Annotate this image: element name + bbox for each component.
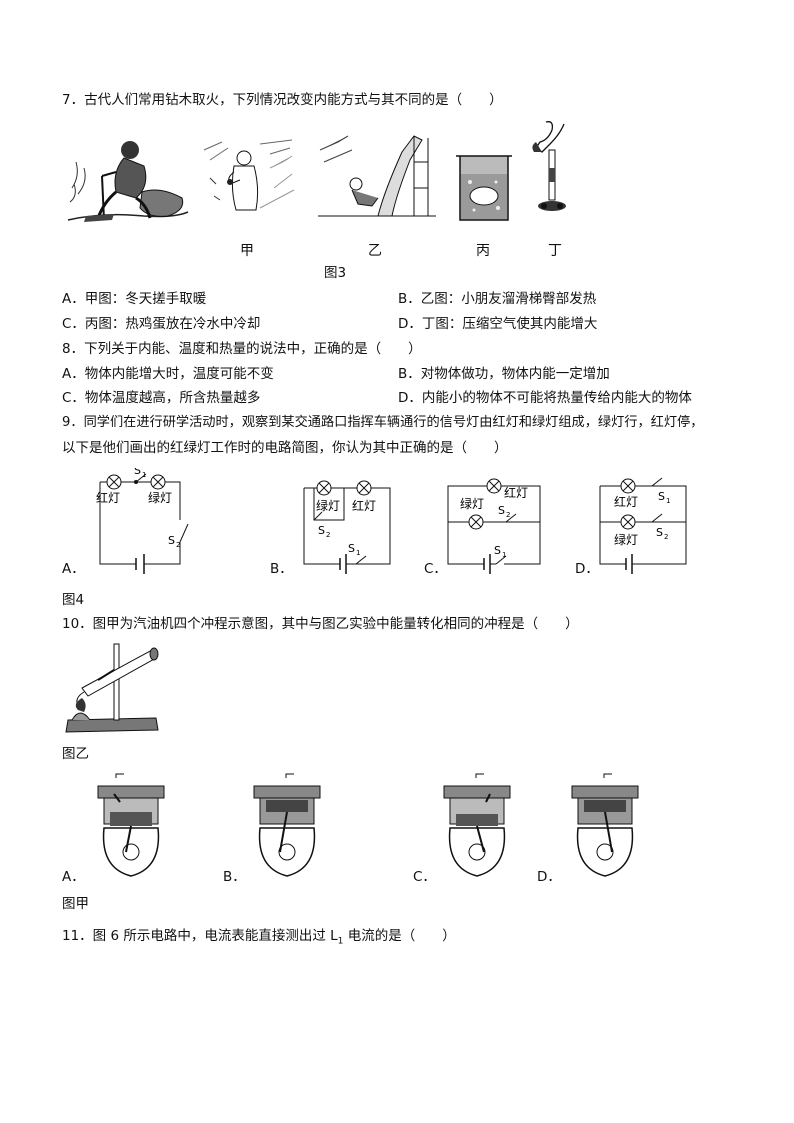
q10-engine-stroke-d: [571, 773, 639, 877]
q7-label-jia: 甲: [240, 243, 254, 259]
q9-stem-line2: 以下是他们画出的红绿灯工作时的电路简图，你认为其中正确的是（ ）: [62, 440, 508, 456]
q10-figure-yi-test-tube-apparatus: [65, 643, 159, 733]
q10-figure-jia-caption: 图甲: [62, 896, 89, 912]
q9-circuit-c: 红灯 绿灯 S 2 S 1: [447, 478, 541, 574]
label-s2: S: [318, 524, 325, 537]
q7-label-bing: 丙: [476, 243, 490, 259]
q7-label-yi: 乙: [368, 243, 382, 259]
q7-option-b: B．乙图：小朋友溜滑梯臀部发热: [398, 291, 597, 307]
lamp-symbol: [468, 514, 484, 530]
q10-option-a-letter: A．: [62, 869, 85, 885]
label-s2: S: [656, 526, 663, 539]
label-green-lamp: 绿灯: [614, 532, 638, 547]
q11-stem-text-end: 电流的是（ ）: [343, 928, 456, 944]
q7-picture-yi-slide: [318, 135, 436, 217]
lamp-symbol: [316, 480, 332, 496]
label-red-lamp: 红灯: [614, 494, 638, 509]
q9-option-a-letter: A．: [62, 561, 85, 577]
label-s2-subscript: 2: [664, 533, 668, 541]
lamp-symbol: [620, 514, 636, 530]
q9-circuit-a: 红灯 绿灯 S 1 S 2: [96, 468, 189, 574]
q7-picture-ding-compress-air: [532, 121, 566, 211]
label-red-lamp: 红灯: [504, 485, 528, 500]
q8-stem: 8．下列关于内能、温度和热量的说法中，正确的是（ ）: [62, 341, 422, 357]
q7-option-c: C．丙图：热鸡蛋放在冷水中冷却: [62, 316, 261, 332]
lamp-symbol: [620, 478, 636, 494]
label-s1: S: [658, 490, 665, 503]
label-s1-subscript: 1: [142, 471, 146, 479]
q9-option-c-letter: C．: [424, 561, 447, 577]
q10-engine-stroke-b: [253, 773, 321, 877]
q10-engine-stroke-c: [443, 773, 511, 877]
label-s2-subscript: 2: [176, 541, 180, 549]
q9-circuit-d: 红灯 S 1 绿灯 S 2: [599, 477, 687, 574]
q8-option-a: A．物体内能增大时，温度可能不变: [62, 366, 274, 382]
q9-stem-line1: 9．同学们在进行研学活动时，观察到某交通路口指挥车辆通行的信号灯由红灯和绿灯组成…: [62, 415, 704, 430]
label-s1-subscript: 1: [356, 549, 360, 557]
label-s1: S: [494, 544, 501, 557]
label-s1: S: [134, 468, 141, 477]
label-s2-subscript: 2: [506, 511, 510, 519]
q7-option-d: D．丁图：压缩空气使其内能增大: [398, 316, 598, 332]
q9-option-d-letter: D．: [575, 561, 599, 577]
q10-figure-yi-caption: 图乙: [62, 746, 89, 762]
q7-picture-bing-egg-in-water: [456, 155, 512, 221]
q7-option-a: A．甲图：冬天搓手取暖: [62, 291, 207, 307]
q10-option-d-letter: D．: [537, 869, 561, 885]
q8-option-b: B．对物体做功，物体内能一定增加: [398, 366, 610, 382]
q7-figure-caption: 图3: [324, 265, 347, 281]
q7-picture-drilling-wood: [67, 141, 189, 222]
label-s1-subscript: 1: [666, 497, 670, 505]
q8-option-d: D．内能小的物体不可能将热量传给内能大的物体: [398, 390, 692, 406]
lamp-symbol: [486, 478, 502, 494]
label-s2: S: [498, 504, 505, 517]
q9-circuit-b: 绿灯 红灯 S 2 S 1: [303, 480, 391, 574]
label-s1-subscript: 1: [502, 551, 506, 559]
label-s2: S: [168, 534, 175, 547]
lamp-symbol: [106, 474, 122, 490]
q11-stem-subscript: 1: [337, 936, 344, 947]
q10-option-c-letter: C．: [413, 869, 436, 885]
label-green-lamp: 绿灯: [148, 490, 172, 505]
lamp-symbol: [356, 480, 372, 496]
q7-label-ding: 丁: [548, 243, 562, 259]
q11-stem: 11．图 6 所示电路中，电流表能直接测出过 L1 电流的是（ ）: [62, 927, 456, 951]
q9-figure-caption: 图4: [62, 592, 85, 608]
label-green-lamp: 绿灯: [316, 498, 340, 513]
q10-engine-stroke-a: [97, 773, 165, 877]
lamp-symbol: [150, 474, 166, 490]
label-red-lamp: 红灯: [352, 498, 376, 513]
label-s1: S: [348, 542, 355, 555]
q10-stem: 10．图甲为汽油机四个冲程示意图，其中与图乙实验中能量转化相同的冲程是（ ）: [62, 616, 579, 632]
q10-option-b-letter: B．: [223, 869, 246, 885]
q8-option-c: C．物体温度越高，所含热量越多: [62, 390, 261, 406]
label-green-lamp: 绿灯: [460, 496, 484, 511]
q7-picture-jia-rubbing-hands: [203, 139, 295, 211]
label-red-lamp: 红灯: [96, 490, 120, 505]
q11-stem-text: 11．图 6 所示电路中，电流表能直接测出过 L: [62, 928, 338, 944]
label-s2-subscript: 2: [326, 531, 330, 539]
q9-option-b-letter: B．: [270, 561, 293, 577]
q7-stem: 7．古代人们常用钻木取火，下列情况改变内能方式与其不同的是（ ）: [62, 92, 503, 108]
